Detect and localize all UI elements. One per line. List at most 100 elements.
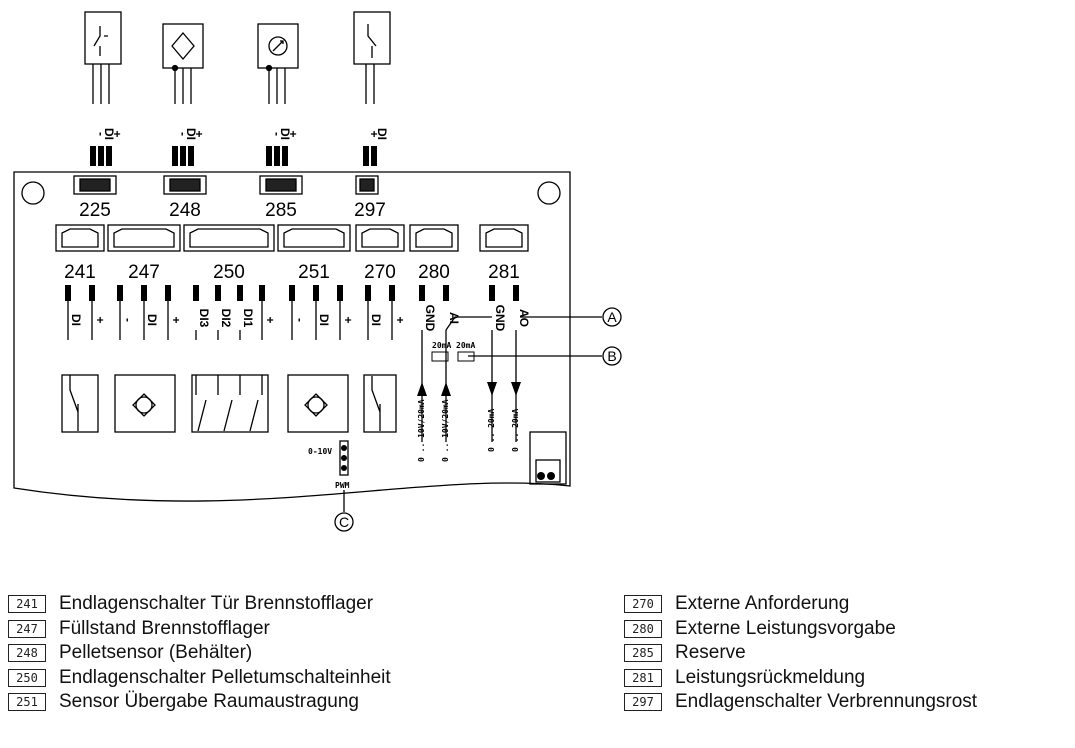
connector-225 [73, 175, 117, 195]
sig-247-plus: + [169, 316, 183, 323]
label-281-output-b: 0 .. 20mA [511, 408, 520, 452]
legend-text: Sensor Übergabe Raumaustragung [59, 691, 359, 713]
legend-text: Endlagenschalter Verbrennungsrost [675, 691, 978, 713]
sig-251-di: DI [317, 314, 331, 326]
terminal-248: 248 [169, 200, 201, 221]
legend-item: 285 Reserve [624, 641, 977, 666]
callout-a-circle [602, 307, 622, 327]
legend-text: Externe Leistungsvorgabe [675, 617, 896, 639]
sig-270-plus: + [393, 316, 407, 323]
label-20ma-a: 20mA [432, 341, 451, 350]
sig-250-di2: DI2 [219, 309, 233, 328]
legend-item: 248 Pelletsensor (Behälter) [8, 641, 391, 666]
legend-item: 241 Endlagenschalter Tür Brennstofflager [8, 592, 391, 617]
terminal-280: 280 [418, 262, 450, 283]
label-280-input-a: 0 .. 10V/20mA [417, 399, 426, 462]
sig-248-di: DI [184, 128, 198, 140]
sig-225-plus: + [110, 130, 124, 137]
legend-code: 297 [624, 693, 662, 712]
block-270 [355, 224, 405, 252]
sig-247-di: DI [145, 314, 159, 326]
terminal-247: 247 [128, 262, 160, 283]
connector-285 [259, 175, 303, 195]
terminal-297: 297 [354, 200, 386, 221]
connector-297 [355, 175, 379, 195]
callout-c: C [339, 514, 349, 530]
sig-250-di3: DI3 [197, 309, 211, 328]
sig-270-di: DI [369, 314, 383, 326]
legend-code: 281 [624, 668, 662, 687]
legend-item: 251 Sensor Übergabe Raumaustragung [8, 690, 391, 715]
legend-code: 247 [8, 619, 46, 638]
legend-code: 251 [8, 693, 46, 712]
sig-285-minus: - [270, 132, 284, 136]
label-280-input-b: 0 .. 10V/20mA [441, 399, 450, 462]
device-247-level-sensor [114, 374, 176, 433]
sig-281-ao: AO [517, 309, 531, 327]
sig-285-plus: + [286, 130, 300, 137]
callout-c-circle [334, 512, 354, 532]
callout-a: A [607, 309, 617, 325]
terminal-281: 281 [488, 262, 520, 283]
legend-code: 248 [8, 644, 46, 663]
sig-250-plus: + [263, 316, 277, 323]
device-270-external-request [363, 374, 397, 433]
label-281-output-a: 0 .. 20mA [487, 408, 496, 452]
label-20ma-b: 20mA [456, 341, 475, 350]
legend-code: 285 [624, 644, 662, 663]
legend-item: 297 Endlagenschalter Verbrennungsrost [624, 690, 977, 715]
block-281 [479, 224, 529, 252]
jumper-c [339, 440, 349, 476]
sig-248-plus: + [192, 130, 206, 137]
device-225-limit-switch [84, 11, 122, 104]
sig-241-plus: + [93, 316, 107, 323]
legend-item: 281 Leistungsrückmeldung [624, 666, 977, 691]
label-pwm: PWM [335, 481, 350, 490]
legend-code: 241 [8, 595, 46, 614]
block-247 [107, 224, 181, 252]
legend-item: 250 Endlagenschalter Pelletumschalteinhei… [8, 666, 391, 691]
device-285-reserve [257, 23, 299, 104]
sig-280-ai: AI [447, 312, 461, 324]
relay-box [529, 431, 567, 485]
terminal-250: 250 [213, 262, 245, 283]
device-250-limit-switches [191, 374, 269, 433]
sig-297-plus: + [367, 130, 381, 137]
device-241-limit-switch [61, 374, 99, 433]
block-241 [55, 224, 105, 252]
callout-b-circle [602, 346, 622, 366]
sig-251-minus: - [293, 318, 307, 322]
terminal-225: 225 [79, 200, 111, 221]
mounting-hole-left [21, 181, 45, 205]
device-251-transfer-sensor [287, 374, 349, 433]
device-297-limit-switch [353, 11, 391, 104]
legend-code: 280 [624, 619, 662, 638]
sig-251-plus: + [341, 316, 355, 323]
terminal-241: 241 [64, 262, 96, 283]
legend-text: Leistungsrückmeldung [675, 666, 866, 688]
sig-248-minus: - [176, 132, 190, 136]
sig-280-gnd: GND [423, 305, 437, 332]
connector-248 [163, 175, 207, 195]
sig-285-di: DI [278, 128, 292, 140]
sig-241-di: DI [69, 314, 83, 326]
terminal-285: 285 [265, 200, 297, 221]
label-0-10v: 0-10V [308, 447, 332, 456]
legend-text: Reserve [675, 642, 746, 664]
sig-225-di: DI [102, 128, 116, 140]
legend-code: 250 [8, 668, 46, 687]
legend-text: Pelletsensor (Behälter) [59, 642, 253, 664]
block-251 [277, 224, 351, 252]
callout-b: B [607, 348, 616, 364]
device-248-pellet-sensor [162, 23, 204, 104]
sig-225-minus: - [94, 132, 108, 136]
terminal-251: 251 [298, 262, 330, 283]
legend-item: 280 Externe Leistungsvorgabe [624, 617, 977, 642]
legend-text: Endlagenschalter Pelletumschalteinheit [59, 666, 391, 688]
legend-text: Endlagenschalter Tür Brennstofflager [59, 593, 374, 615]
sig-247-minus: - [121, 318, 135, 322]
